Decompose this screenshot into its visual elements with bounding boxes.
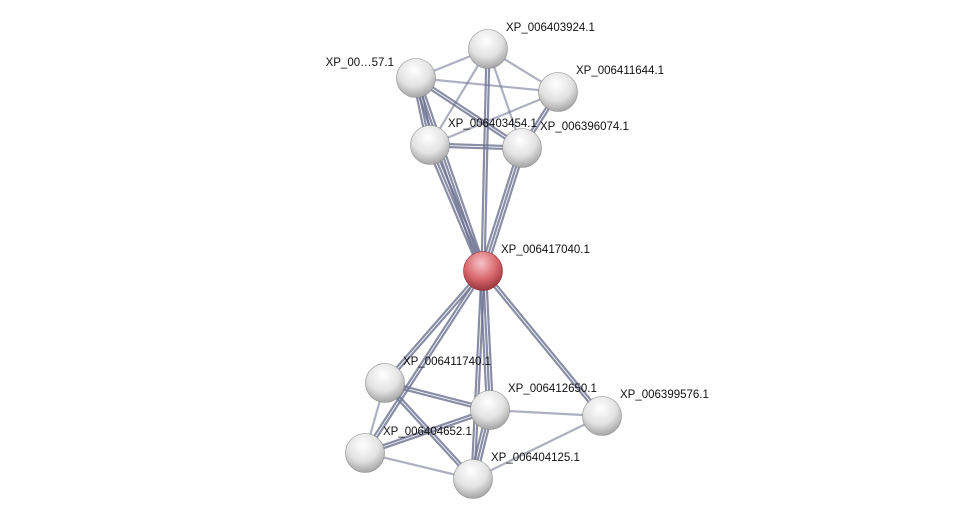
query-node[interactable] bbox=[463, 251, 503, 291]
node-label: XP_006417040.1 bbox=[501, 244, 590, 256]
edge-n417040-n411740[interactable] bbox=[383, 269, 483, 383]
node-label: XP_006403924.1 bbox=[506, 22, 595, 34]
node-label: XP_006404125.1 bbox=[491, 452, 580, 464]
protein-node[interactable] bbox=[538, 72, 578, 112]
edge-n403924-n417040[interactable] bbox=[480, 48, 488, 271]
edge-n57-n417040[interactable] bbox=[417, 76, 487, 271]
node-label: XP_006396074.1 bbox=[540, 121, 629, 133]
protein-node[interactable] bbox=[502, 128, 542, 168]
edge-n57-n396074[interactable] bbox=[414, 78, 522, 151]
node-label: XP_006412650.1 bbox=[508, 383, 597, 395]
edge-n417040-n399576[interactable] bbox=[480, 271, 602, 418]
protein-node[interactable] bbox=[453, 459, 493, 499]
node-label: XP_006403454.1 bbox=[448, 118, 537, 130]
protein-node[interactable] bbox=[582, 396, 622, 436]
edge-n412650-n404652[interactable] bbox=[365, 410, 491, 456]
edge-n403454-n417040[interactable] bbox=[431, 143, 487, 271]
node-label: XP_006411644.1 bbox=[576, 65, 664, 77]
edge-n396074-n417040[interactable] bbox=[479, 146, 521, 271]
protein-node[interactable] bbox=[396, 58, 436, 98]
edge-n417040-n399576[interactable] bbox=[483, 269, 605, 416]
edge-n403454-n417040[interactable] bbox=[428, 144, 485, 272]
edge-n411644-n403454[interactable] bbox=[429, 90, 559, 147]
node-label: XP_006411740.1 bbox=[403, 356, 491, 368]
edge-n417040-n412650[interactable] bbox=[484, 270, 495, 410]
edge-n57-n396074[interactable] bbox=[416, 75, 524, 148]
protein-node[interactable] bbox=[410, 125, 450, 165]
node-label: XP_006404652.1 bbox=[383, 426, 472, 438]
protein-node[interactable] bbox=[345, 433, 385, 473]
edge-n417040-n404125[interactable] bbox=[473, 271, 486, 480]
edge-n412650-n404652[interactable] bbox=[364, 407, 490, 453]
edge-n57-n411644[interactable] bbox=[415, 76, 559, 94]
protein-node[interactable] bbox=[470, 390, 510, 430]
node-label: XP_006399576.1 bbox=[620, 389, 709, 401]
edge-n417040-n404652[interactable] bbox=[362, 269, 483, 453]
edge-n396074-n417040[interactable] bbox=[484, 148, 526, 273]
edge-n396074-n417040[interactable] bbox=[481, 147, 524, 272]
protein-node[interactable] bbox=[365, 363, 405, 403]
edge-n403454-n417040[interactable] bbox=[426, 145, 482, 273]
edge-n417040-n404652[interactable] bbox=[365, 271, 486, 455]
edge-n403924-n417040[interactable] bbox=[483, 49, 491, 272]
protein-node[interactable] bbox=[468, 29, 508, 69]
edge-n417040-n404125[interactable] bbox=[470, 270, 483, 479]
edge-n404125-n399576[interactable] bbox=[472, 415, 603, 480]
node-label: XP_00…57.1 bbox=[326, 57, 394, 69]
